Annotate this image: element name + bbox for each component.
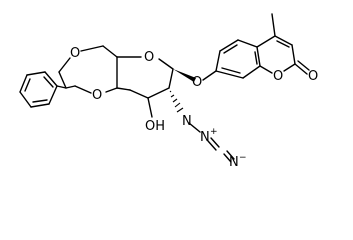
bond	[188, 122, 201, 133]
pyranose-ring	[116, 56, 174, 118]
ring-oxygen-label: O	[92, 88, 102, 103]
structure-canvas: O O O O OH N N + N − O O	[19, 13, 318, 170]
azide-n2-charge: +	[210, 127, 218, 137]
bond	[219, 39, 239, 52]
azide-group	[188, 122, 235, 163]
bond	[26, 71, 46, 76]
bond	[116, 87, 131, 91]
azide-n1-label: N	[182, 114, 192, 129]
double-bond-inner	[223, 44, 238, 54]
bond	[242, 65, 261, 79]
ring-oxygen-label: O	[70, 46, 80, 61]
hash	[176, 107, 184, 113]
hashed-bond	[169, 90, 184, 113]
bond	[19, 74, 28, 93]
bond	[65, 85, 76, 89]
bond	[215, 70, 244, 79]
bond	[256, 35, 276, 48]
bond	[237, 39, 258, 48]
double-bond	[223, 153, 232, 163]
bond	[80, 45, 104, 52]
carbonyl-oxygen-label: O	[308, 69, 318, 84]
double-bond	[226, 150, 235, 160]
bond	[147, 97, 153, 118]
bond	[202, 70, 217, 81]
wedge-bond	[173, 69, 196, 82]
bond	[129, 89, 149, 99]
ether-oxygen-label: O	[192, 75, 202, 90]
bond	[168, 68, 174, 89]
bond	[158, 58, 174, 70]
acetal-ring	[56, 45, 118, 94]
double-bond-inner	[24, 78, 31, 92]
double-bond-inner	[221, 67, 241, 74]
bond	[259, 65, 273, 74]
hash	[172, 98, 178, 103]
double-bond-inner	[43, 76, 54, 88]
bond	[283, 63, 296, 72]
bond	[105, 87, 118, 93]
bond	[58, 57, 71, 73]
bond	[58, 71, 67, 89]
hydroxyl-label: OH	[145, 119, 165, 134]
azide-n3-label: N	[229, 155, 239, 170]
azide-n3-charge: −	[239, 153, 247, 163]
azide-n2-label: N	[200, 130, 210, 145]
bond	[30, 103, 50, 108]
ring-oxygen-label: O	[144, 50, 154, 65]
bond	[44, 71, 58, 87]
bond	[147, 87, 170, 99]
bond	[215, 50, 221, 72]
carbonyl-bond	[294, 63, 308, 75]
lactone-oxygen-label: O	[273, 69, 283, 84]
coumarin-benzene-ring	[215, 39, 261, 79]
bond	[48, 85, 58, 105]
bond	[19, 91, 32, 108]
hash	[174, 102, 181, 108]
double-bond-inner	[32, 99, 48, 103]
hash	[169, 90, 172, 93]
phenyl-ring	[19, 71, 58, 108]
bond	[256, 46, 261, 67]
bond	[56, 85, 67, 89]
bond	[102, 45, 118, 58]
chemical-structure-diagram: O O O O OH N N + N − O O	[19, 13, 318, 170]
carbonyl-bond	[297, 60, 310, 71]
double-bond	[210, 137, 220, 148]
pyranone-ring	[256, 13, 310, 75]
bond	[291, 44, 296, 65]
bond	[74, 85, 92, 94]
bond	[274, 35, 293, 46]
hash	[170, 94, 175, 98]
double-bond-inner	[276, 40, 290, 48]
double-bond	[207, 140, 217, 151]
methyl-bond	[271, 13, 276, 37]
double-bond-inner	[254, 51, 258, 65]
